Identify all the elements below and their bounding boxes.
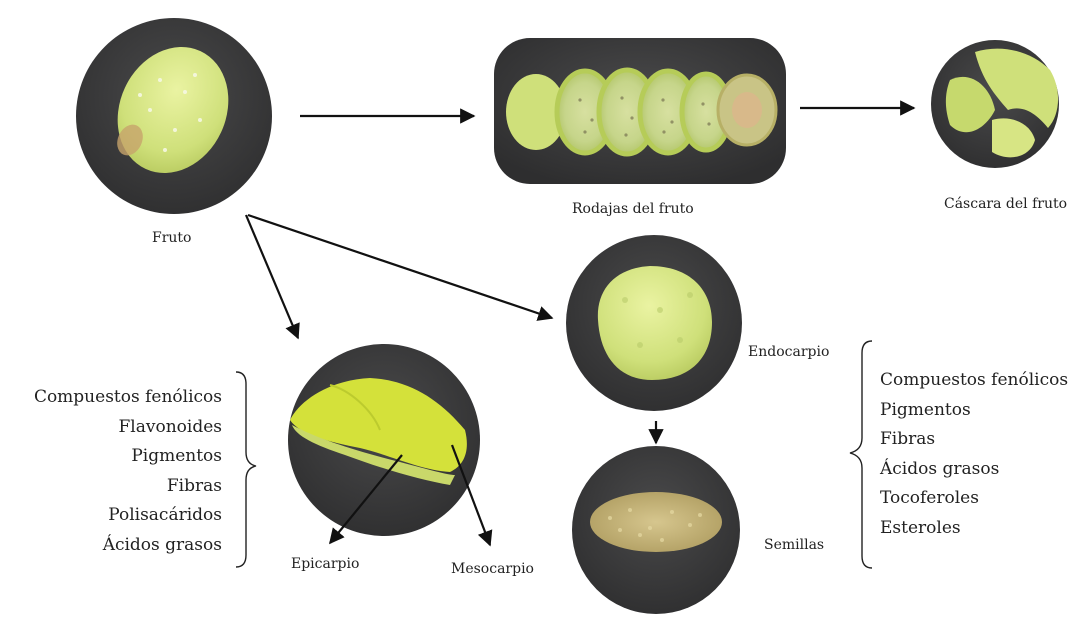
arrow-fruto-to-epicarp — [246, 215, 298, 338]
label-mesocarpio: Mesocarpio — [451, 560, 534, 578]
label-epicarpio: Epicarpio — [291, 555, 359, 573]
label-cascara: Cáscara del fruto — [944, 195, 1067, 213]
peel-photo — [931, 40, 1059, 168]
brace-left — [236, 372, 256, 567]
compound-item: Ácidos grasos — [34, 531, 222, 561]
fruit-photo — [76, 18, 272, 214]
compounds-list-right: Compuestos fenólicos Pigmentos Fibras Ác… — [880, 366, 1068, 544]
label-rodajas: Rodajas del fruto — [572, 200, 694, 218]
compound-item: Esteroles — [880, 514, 1068, 544]
compound-item: Tocoferoles — [880, 484, 1068, 514]
endocarp-photo — [566, 235, 742, 411]
label-endocarpio: Endocarpio — [748, 343, 829, 361]
epicarp-photo — [288, 344, 480, 536]
compound-item: Polisacáridos — [34, 501, 222, 531]
compound-item: Ácidos grasos — [880, 455, 1068, 485]
seeds-photo — [572, 446, 740, 614]
slices-photo — [494, 38, 786, 184]
compound-item: Flavonoides — [34, 413, 222, 443]
compounds-list-left: Compuestos fenólicos Flavonoides Pigment… — [34, 383, 222, 561]
label-semillas: Semillas — [764, 536, 824, 554]
brace-right — [850, 341, 872, 568]
compound-item: Compuestos fenólicos — [880, 366, 1068, 396]
compound-item: Pigmentos — [34, 442, 222, 472]
compound-item: Compuestos fenólicos — [34, 383, 222, 413]
arrow-fruto-to-endocarp — [248, 215, 552, 318]
label-fruto: Fruto — [152, 229, 191, 247]
compound-item: Fibras — [34, 472, 222, 502]
compound-item: Fibras — [880, 425, 1068, 455]
compound-item: Pigmentos — [880, 396, 1068, 426]
